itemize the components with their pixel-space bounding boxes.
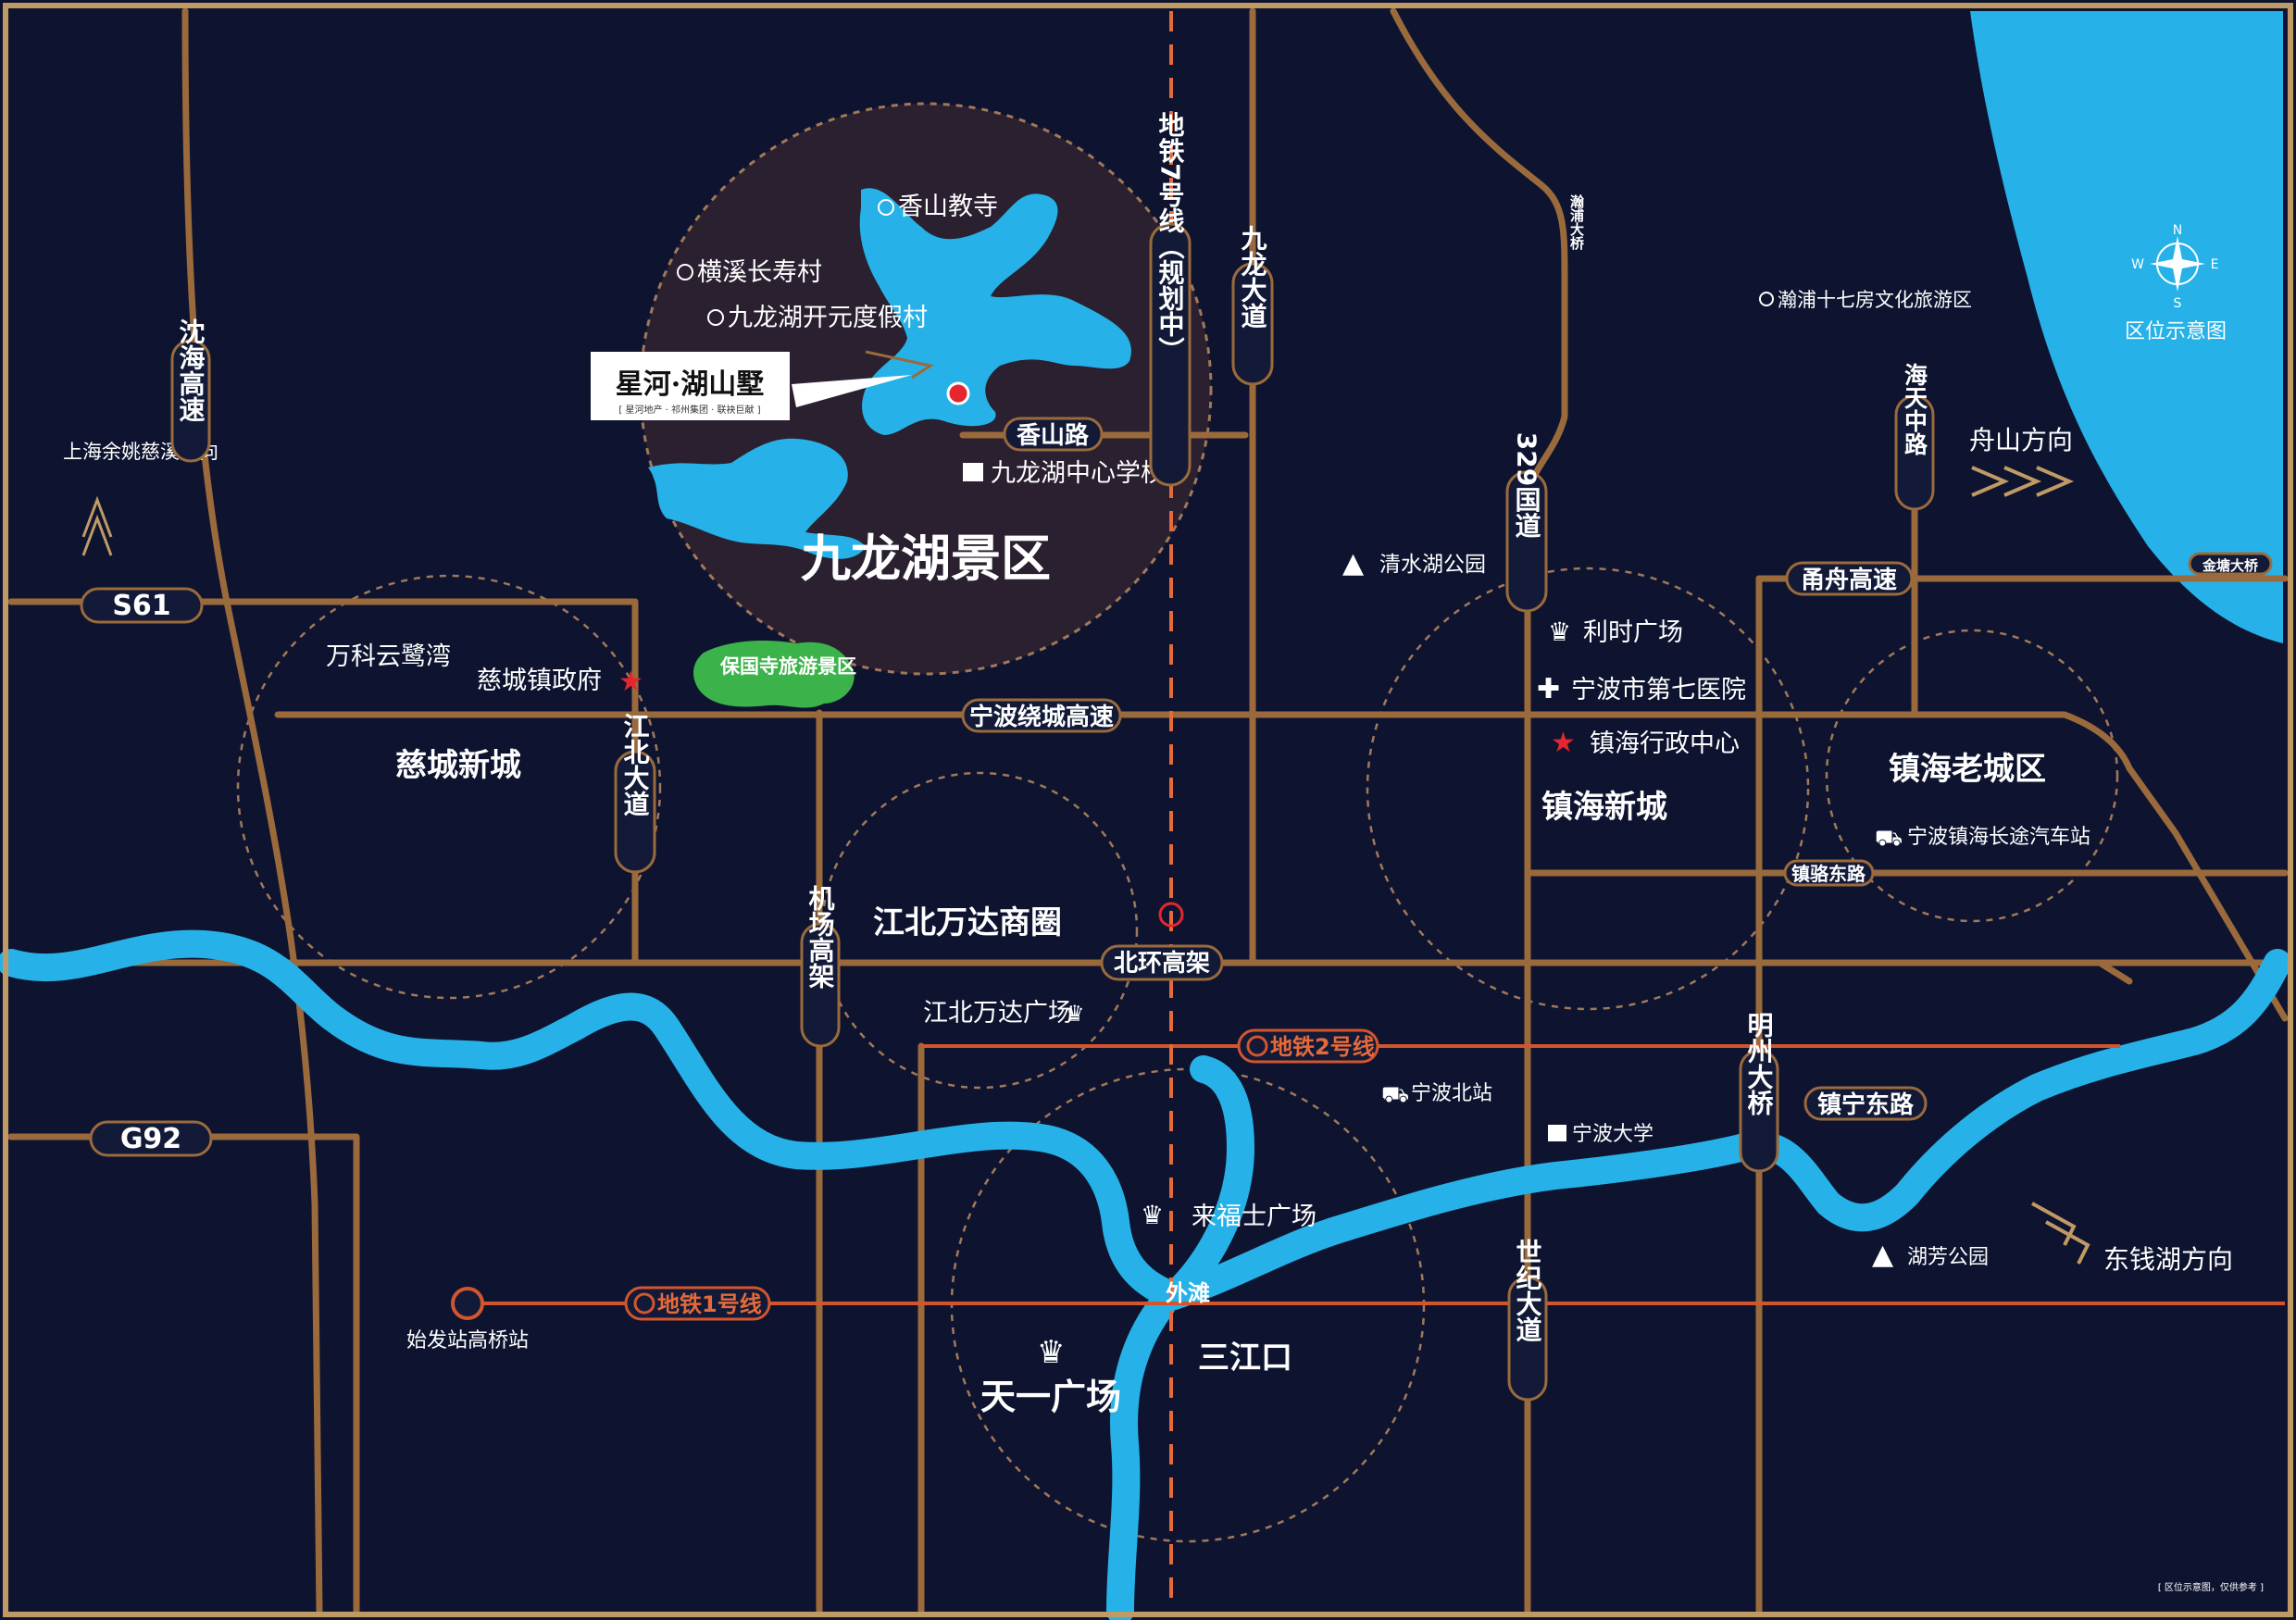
metro-line-1: 地铁1号线 (657, 1291, 762, 1317)
brand-sub: [ 星河地产 · 祁州集团 · 联袂巨献 ] (618, 404, 760, 416)
poi-lishi: 利时广场 (1583, 618, 1683, 647)
road-g92: G92 (120, 1123, 181, 1155)
compass-s: S (2174, 296, 2182, 311)
road-mingzhou: 明州大桥 (1744, 1012, 1775, 1116)
tree-icon: ▲ (1342, 547, 1364, 579)
poi-ningbo-north: 宁波北站 (1411, 1082, 1492, 1105)
scenic-name: 九龙湖景区 (801, 530, 1051, 588)
shopping-basket-icon: ♛ (1037, 1334, 1065, 1371)
star-icon: ★ (1551, 727, 1576, 759)
poi-xiangshan: 香山教寺 (898, 193, 998, 221)
map-title: 区位示意图 (2125, 320, 2227, 343)
poi-hengxi: 横溪长寿村 (697, 258, 822, 287)
road-g329: 329国道 (1512, 432, 1542, 538)
cross-icon: ✚ (1537, 673, 1560, 705)
project-callout: 星河·湖山墅 [ 星河地产 · 祁州集团 · 联袂巨献 ] (591, 350, 970, 420)
circle-dot-icon (1759, 292, 1774, 306)
road-jiulong: 九龙大道 (1238, 225, 1268, 329)
poi-wanda-plaza: 江北万达广场 (923, 999, 1073, 1028)
metro-tags: 地铁2号线 地铁1号线 (624, 1028, 1379, 1321)
road-shenhai: 沈海高速 (176, 318, 206, 422)
poi-bus-station: 宁波镇海长途汽车站 (1907, 826, 2090, 849)
road-zhenning: 镇宁东路 (1817, 1090, 1915, 1119)
dir-dongqian: 东钱湖方向 (2103, 1244, 2233, 1275)
poi-laifushi: 来福士广场 (1192, 1203, 1316, 1231)
brand-name: 星河·湖山墅 (616, 368, 764, 401)
poi-zhenhai-admin: 镇海行政中心 (1590, 729, 1740, 758)
road-xiepu-bridge: 瀚浦大桥 (1568, 193, 1585, 251)
poi-baoguo: 保国寺旅游景区 (719, 655, 856, 678)
district-tianyi: 天一广场 (980, 1377, 1121, 1417)
road-tags-v: 沈海高速 江北大道 机场高架 地铁7号线（规划中） 九龙大道 329国道 世纪大… (170, 111, 1935, 1402)
circle-dot-icon (707, 309, 724, 326)
poi-vanke: 万科云鹭湾 (326, 642, 451, 671)
brand-box (591, 352, 790, 420)
jiulong-lake (648, 188, 1131, 559)
poi-hospital7: 宁波市第七医院 (1571, 676, 1746, 704)
poi-jiulong-school: 九龙湖中心学校 (991, 459, 1166, 488)
district-cicheng-new: 慈城新城 (395, 747, 521, 784)
baoguo-park-area (693, 641, 855, 708)
district-zhenhai-old: 镇海老城区 (1889, 751, 2046, 788)
poi-nbu: 宁波大学 (1572, 1123, 1653, 1146)
river-network (0, 929, 2291, 1620)
scenic-pois: 香山教寺 横溪长寿村 九龙湖开元度假村 九龙湖中心学校 九龙湖景区 (677, 193, 1166, 588)
metro-icon (633, 1292, 655, 1315)
arrow-right-icon (1971, 466, 2075, 497)
book-icon (1548, 1125, 1566, 1141)
circle-dot-icon (677, 264, 693, 280)
poi-shifa: 始发站高桥站 (406, 1329, 529, 1352)
shopping-basket-icon: ♛ (1065, 1001, 1085, 1027)
arrow-diag-icon (2031, 1202, 2090, 1265)
metro-icon (451, 1287, 484, 1320)
road-zhenluo: 镇骆东路 (1791, 863, 1866, 885)
road-metro7: 地铁7号线（规划中） (1155, 111, 1186, 363)
project-marker-icon (946, 381, 970, 405)
road-ring-exp: 宁波绕城高速 (969, 703, 1114, 731)
compass-w: W (2131, 257, 2144, 272)
metro-icon (1246, 1035, 1268, 1057)
shopping-basket-icon: ♛ (1141, 1200, 1164, 1230)
compass: N S E W 区位示意图 (2125, 223, 2227, 343)
metro7-station-marker (1158, 902, 1184, 928)
road-s61: S61 (112, 590, 170, 622)
poi-xiepu: 瀚浦十七房文化旅游区 (1778, 289, 1972, 311)
district-sanjiangkou: 三江口 (1198, 1340, 1292, 1377)
district-labels: 慈城新城 江北万达商圈 镇海新城 镇海老城区 三江口 天一广场 (395, 747, 2046, 1417)
metro-line-2: 地铁2号线 (1270, 1034, 1375, 1060)
map-disclaimer: [ 区位示意图，仅供参考 ] (2158, 1581, 2264, 1593)
book-icon (963, 463, 983, 481)
arrow-up-icon (81, 495, 113, 556)
district-zhenhai-new: 镇海新城 (1541, 789, 1667, 826)
road-airport: 机场高架 (805, 885, 836, 989)
sea-area (1970, 11, 2283, 643)
road-jiangbei: 江北大道 (620, 713, 651, 816)
road-xiangshan: 香山路 (1017, 421, 1090, 450)
poi-kaiyuan-resort: 九龙湖开元度假村 (728, 304, 928, 332)
road-tags-h: S61 G92 香山路 宁波绕城高速 北环高架 甬舟高速 镇骆东路 镇宁东路 金… (80, 417, 2273, 1157)
road-yongzhou: 甬舟高速 (1801, 566, 1897, 594)
dir-zhoushan: 舟山方向 (1969, 425, 2073, 455)
compass-e: E (2211, 257, 2219, 272)
map-frame (3, 3, 2293, 1617)
poi-waitan: 外滩 (1166, 1280, 1210, 1306)
circle-dot-icon (878, 199, 894, 216)
road-haitian: 海天中路 (1902, 362, 1928, 455)
road-shiji: 世纪大道 (1513, 1239, 1543, 1342)
district-wanda-circle: 江北万达商圈 (873, 904, 1062, 941)
compass-n: N (2173, 223, 2182, 238)
train-icon: ⛟ (1875, 825, 1903, 851)
train-icon: ⛟ (1381, 1081, 1409, 1107)
road-jintang: 金塘大桥 (2202, 557, 2259, 574)
poi-cicheng-gov: 慈城镇政府 (477, 667, 602, 695)
poi-qingshui: 清水湖公园 (1379, 553, 1486, 577)
tree-icon: ▲ (1872, 1239, 1893, 1271)
star-icon: ★ (618, 666, 643, 698)
map-pois: 万科云鹭湾 慈城镇政府 ★ 保国寺旅游景区 ▲ 清水湖公园 ♛ 利时广场 ✚ 宁… (326, 289, 2090, 1371)
shopping-basket-icon: ♛ (1548, 617, 1571, 647)
road-north-ring: 北环高架 (1114, 949, 1210, 978)
poi-hufang: 湖芳公园 (1907, 1246, 1989, 1269)
